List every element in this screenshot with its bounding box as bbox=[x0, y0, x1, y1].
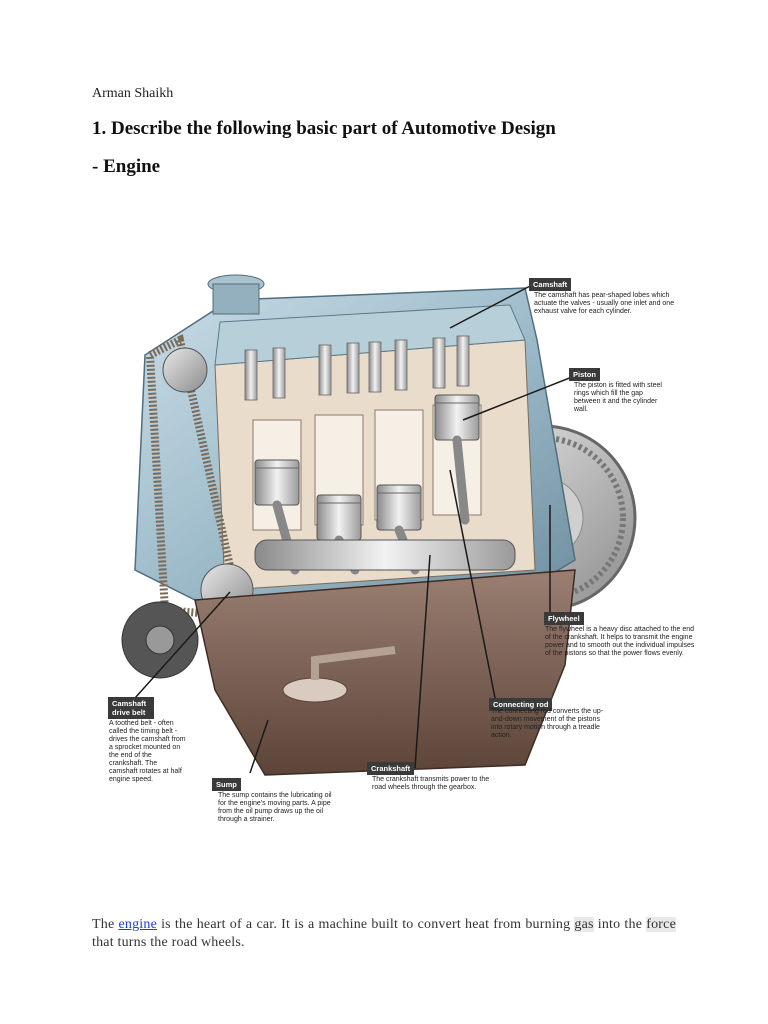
piston-label: Piston bbox=[569, 368, 600, 381]
sump-description: The sump contains the lubricating oil fo… bbox=[218, 792, 332, 823]
engine-illustration bbox=[121, 274, 637, 776]
camshaft-label: Camshaft bbox=[529, 278, 572, 291]
intro-paragraph: The engine is the heart of a car. It is … bbox=[92, 916, 676, 952]
engine-diagram: Camshaft The camshaft has pear-shaped lo… bbox=[105, 270, 705, 840]
engine-link[interactable]: engine bbox=[118, 917, 157, 932]
camshaft-drive-belt-description: A toothed belt - often called the timing… bbox=[109, 720, 186, 783]
connecting-rod-label: Connecting rod bbox=[489, 698, 553, 711]
para-text-2: is the heart of a car. It is a machine b… bbox=[157, 917, 575, 932]
camshaft-drive-belt-label: Camshaft drive belt bbox=[108, 697, 154, 719]
sump-label: Sump bbox=[212, 778, 241, 791]
author-name: Arman Shaikh bbox=[92, 86, 174, 101]
flywheel-description: The flywheel is a heavy disc attached to… bbox=[545, 626, 695, 657]
crankshaft-description: The crankshaft transmits power to the ro… bbox=[372, 776, 490, 791]
connecting-rod-description: The connecting rod converts the up-and-d… bbox=[491, 708, 604, 739]
question-heading: 1. Describe the following basic part of … bbox=[92, 118, 556, 139]
para-text-3: into the bbox=[593, 917, 647, 932]
crankshaft-label: Crankshaft bbox=[367, 762, 415, 775]
para-text-4: that turns the road wheels. bbox=[92, 935, 245, 950]
camshaft-description: The camshaft has pear-shaped lobes which… bbox=[534, 292, 675, 315]
para-text-1: The bbox=[92, 917, 119, 932]
piston-description: The piston is fitted with steel rings wh… bbox=[574, 382, 662, 413]
gas-highlight: gas bbox=[574, 917, 594, 932]
force-highlight: force bbox=[646, 917, 676, 932]
flywheel-label: Flywheel bbox=[544, 612, 584, 625]
topic-heading: - Engine bbox=[92, 156, 161, 177]
